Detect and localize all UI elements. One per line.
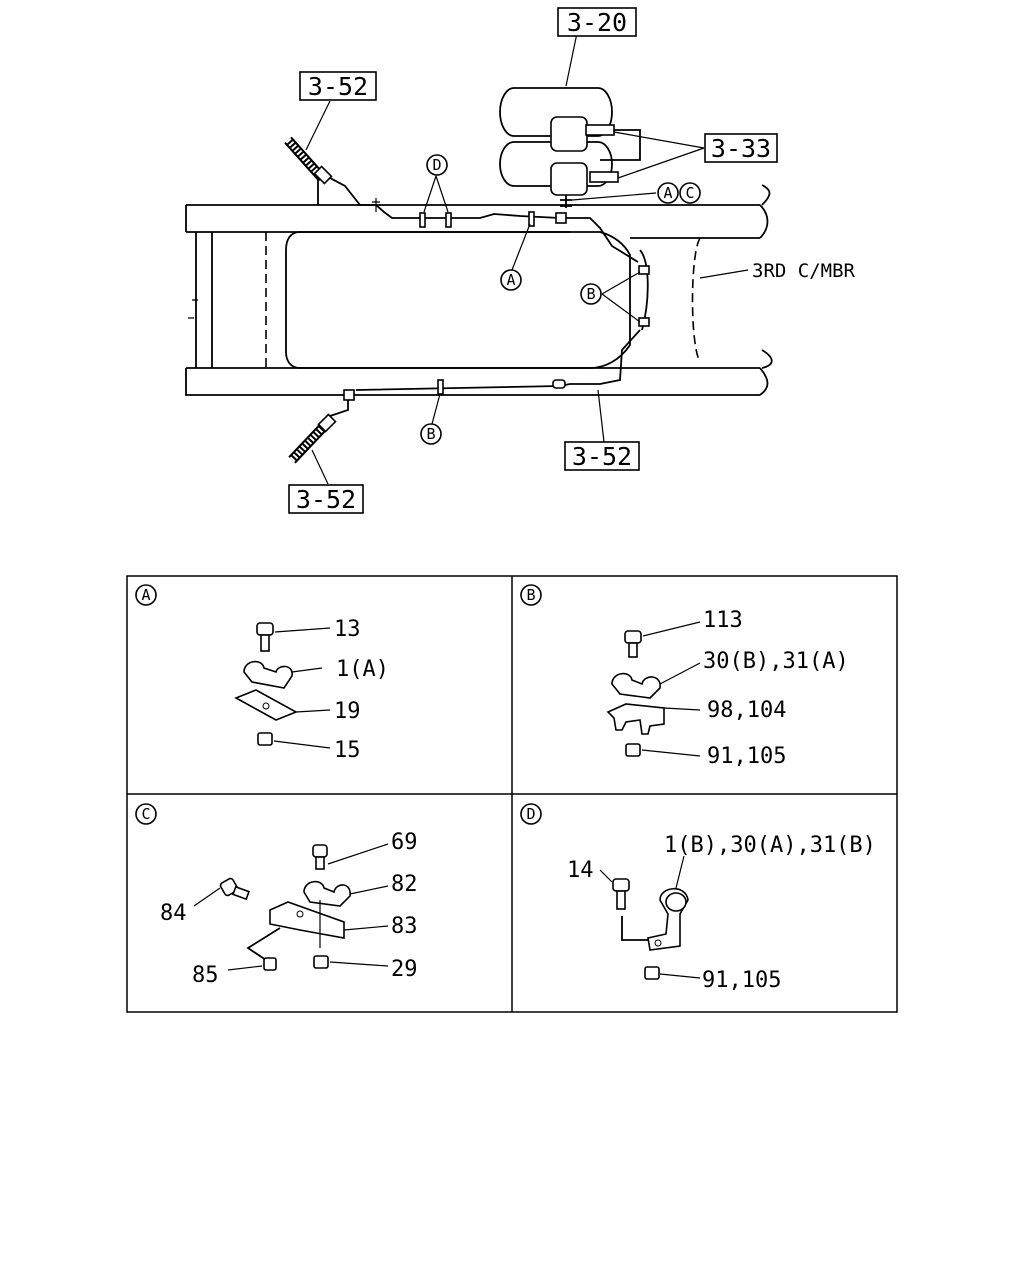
detail-d-label-14: 14	[567, 858, 594, 883]
detail-b-label-91-105: 91,105	[707, 744, 786, 769]
brake-hose-bottom	[288, 413, 337, 464]
detail-b-label-30b-31a: 30(B),31(A)	[703, 649, 849, 674]
brake-hose-top	[284, 136, 333, 185]
svg-text:B: B	[426, 425, 435, 443]
detail-d: D 1(B),30(A),31(B) 14 91,105	[520, 803, 876, 993]
ref-box-3-52-bottom-right[interactable]: 3-52	[564, 441, 640, 471]
ref-3-33-text: 3-33	[711, 134, 771, 163]
detail-c-label-83: 83	[391, 914, 418, 939]
marker-b-right[interactable]: B	[580, 283, 602, 305]
detail-grid	[126, 575, 898, 1013]
detail-c: C 69 82 84 83 85 29	[135, 803, 418, 988]
marker-c-top[interactable]: C	[679, 182, 701, 204]
detail-a-label-19: 19	[334, 699, 361, 724]
marker-a-top[interactable]: A	[657, 182, 679, 204]
marker-a-mid[interactable]: A	[500, 269, 522, 291]
ref-box-3-52-top[interactable]: 3-52	[299, 71, 377, 101]
marker-d-top[interactable]: D	[426, 154, 448, 176]
ref-box-3-52-bottom-left[interactable]: 3-52	[288, 484, 364, 514]
detail-c-label-84: 84	[160, 901, 187, 926]
detail-c-label-85: 85	[192, 963, 219, 988]
air-tank-assembly	[499, 87, 641, 208]
detail-a-title: A	[141, 586, 150, 604]
detail-a: A 13 1(A) 19 15	[135, 584, 389, 763]
detail-b-title: B	[526, 586, 535, 604]
detail-d-label-1b-30a-31b: 1(B),30(A),31(B)	[664, 833, 876, 858]
svg-text:A: A	[663, 184, 672, 202]
svg-text:C: C	[685, 184, 694, 202]
svg-text:A: A	[506, 271, 515, 289]
ref-box-3-33[interactable]: 3-33	[704, 133, 778, 163]
detail-b-label-113: 113	[703, 608, 743, 633]
detail-b-label-98-104: 98,104	[707, 698, 786, 723]
detail-a-label-15: 15	[334, 738, 361, 763]
detail-a-label-13: 13	[334, 617, 361, 642]
detail-c-title: C	[141, 805, 150, 823]
ref-3-52-bottom-left-text: 3-52	[296, 485, 356, 514]
detail-c-label-29: 29	[391, 957, 418, 982]
detail-c-label-82: 82	[391, 872, 418, 897]
ref-3-20-text: 3-20	[567, 8, 627, 37]
chassis-view: 3-20 3-52 3-33 3-52 3-52 3RD C/MBR D A	[185, 7, 856, 514]
svg-text:D: D	[432, 156, 441, 174]
detail-c-label-69: 69	[391, 830, 418, 855]
detail-d-label-91-105: 91,105	[702, 968, 781, 993]
ref-3-52-top-text: 3-52	[308, 72, 368, 101]
svg-text:B: B	[586, 285, 595, 303]
detail-d-title: D	[526, 805, 535, 823]
ref-3-52-bottom-right-text: 3-52	[572, 442, 632, 471]
crossmember-label: 3RD C/MBR	[752, 260, 856, 282]
marker-b-bottom[interactable]: B	[420, 423, 442, 445]
detail-b: B 113 30(B),31(A) 98,104 91,105	[520, 584, 849, 769]
ref-box-3-20[interactable]: 3-20	[557, 7, 637, 37]
detail-a-label-1a: 1(A)	[336, 657, 389, 682]
